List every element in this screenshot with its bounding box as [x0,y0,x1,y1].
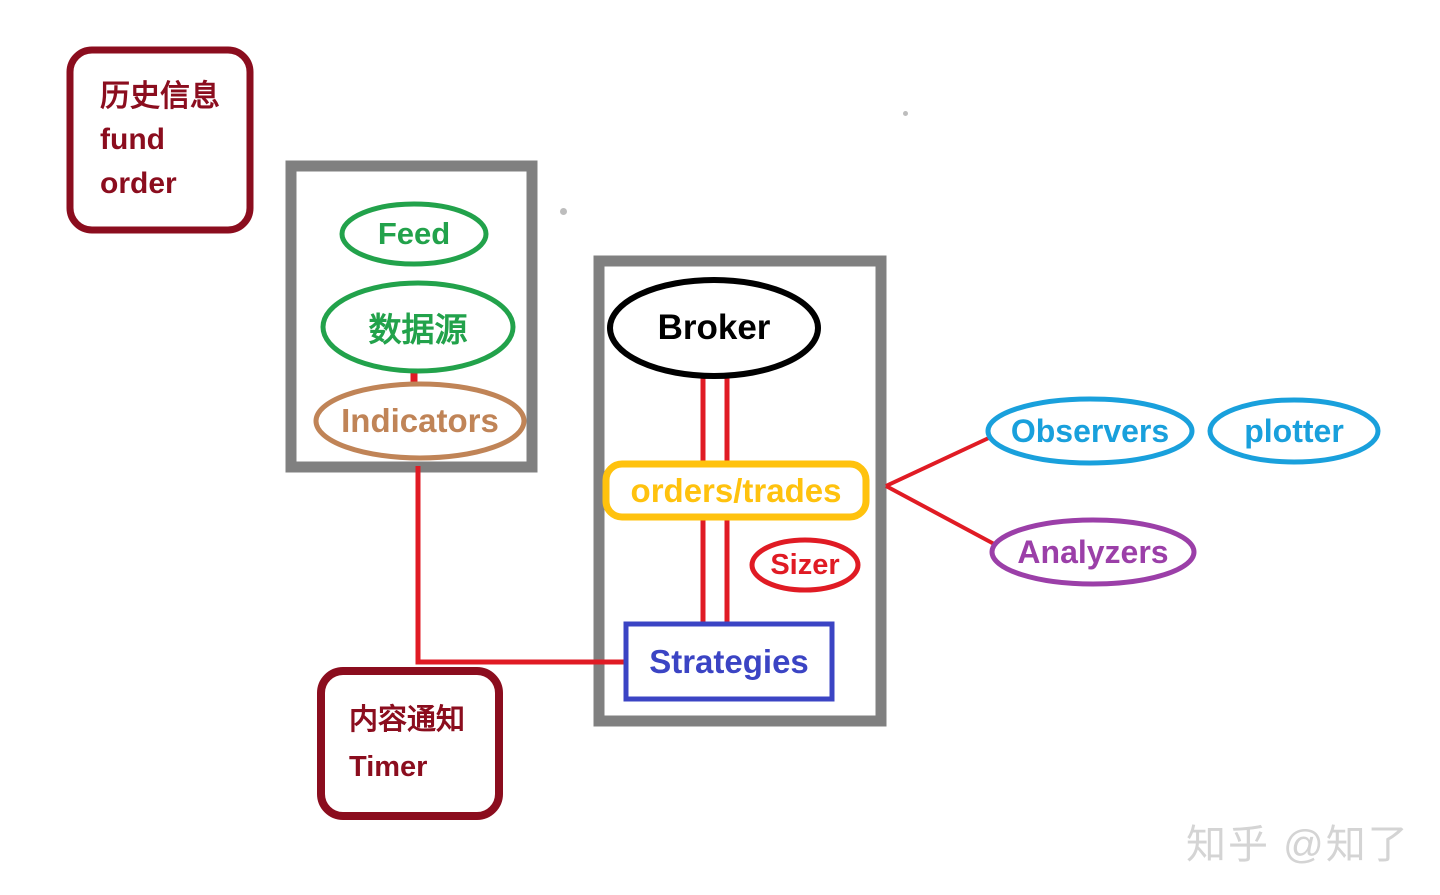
notify-box[interactable]: 内容通知 Timer [321,671,499,816]
shape-strategies [623,621,835,702]
shape-notify-box [317,667,503,820]
history-box[interactable]: 历史信息 fund order [70,50,250,230]
connector-indicators-strategies [415,466,625,665]
shape-observers [985,396,1195,466]
speck-dot-2 [903,111,908,116]
connector-engine-analyzers [885,484,997,547]
history-box-line-2: fund [100,123,165,157]
connector-engine-observers [885,434,994,488]
history-box-line-1: 历史信息 [100,79,220,113]
shape-analyzers [989,517,1197,587]
notify-box-line-2: Timer [349,750,428,783]
shape-history-box [66,46,254,234]
history-box-line-3: order [100,166,177,200]
speck-dot-1 [560,208,567,215]
notify-box-line-1: 内容通知 [349,704,466,737]
container-engine-group [593,255,887,727]
shape-broker [607,277,821,379]
shape-indicators [313,381,527,461]
shape-feed [339,201,489,267]
shape-sizer [749,537,861,593]
shape-plotter [1207,397,1381,465]
container-data-group [285,160,538,473]
shape-orders-trades [602,460,870,521]
watermark: 知乎 @知了 [1186,823,1410,867]
shape-datasource [320,280,516,374]
